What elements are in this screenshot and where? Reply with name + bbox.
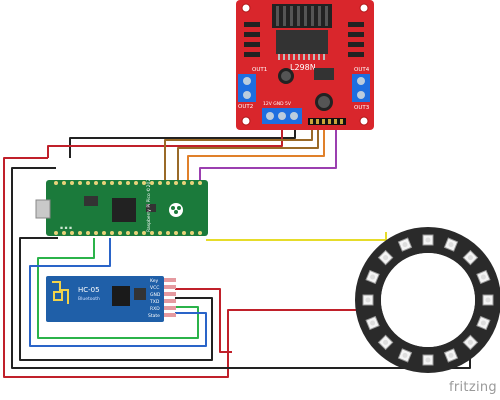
l298n-out2-label: OUT2 — [238, 104, 253, 110]
l298n-power-terminal-label: 12V GND 5V — [263, 101, 292, 107]
wire-black-pico-gnd — [19, 237, 213, 361]
l298n-terminal-out1-out2 — [238, 74, 256, 102]
neopixel-led-lens — [425, 237, 431, 243]
neopixel-led-lens — [383, 255, 389, 261]
hc05-model-label: HC-05 — [78, 286, 100, 294]
l298n-out3-label: OUT3 — [354, 105, 370, 111]
wire-black-l298n-gnd — [69, 125, 296, 158]
neopixel-led-lens — [448, 352, 454, 358]
neopixel-led-lens — [425, 357, 431, 363]
hc05-pin-txd: TXD — [149, 299, 160, 305]
wire-black-left-loop — [11, 167, 471, 369]
hc05-pin-gnd: GND — [150, 292, 161, 298]
wires — [3, 118, 471, 378]
neopixel-led-lens — [370, 274, 376, 280]
neopixel-led-lens — [480, 320, 486, 326]
l298n-out4-label: OUT4 — [354, 67, 370, 73]
l298n-terminal-out3-out4 — [352, 74, 370, 102]
l298n-out1-label: OUT1 — [252, 67, 267, 73]
neopixel-led-lens — [383, 339, 389, 345]
neopixel-led-lens — [402, 242, 408, 248]
wire-yellow-data — [206, 232, 387, 241]
wire-red-hc05-vcc — [175, 288, 232, 353]
l298n-terminal-power — [262, 108, 302, 124]
neopixel-led-lens — [370, 320, 376, 326]
raspberry-logo-icon — [169, 203, 183, 217]
hc05-pin-state: State — [148, 313, 160, 319]
pico-board-label-horizontal: ▪ ▪ ▪ — [60, 226, 72, 231]
wire-orange-in3 — [187, 118, 325, 185]
neopixel-leds — [362, 234, 494, 366]
neopixel-led-lens — [467, 339, 473, 345]
l298n-model-label: L298N — [290, 63, 316, 72]
neopixel-led-lens — [365, 297, 371, 303]
l298n-input-header — [308, 118, 346, 125]
hc05-module: HC-05 Bluetooth Key VCC GND TXD RXD Stat… — [46, 276, 176, 322]
neopixel-led-lens — [480, 274, 486, 280]
hc05-pin-rxd: RXD — [150, 306, 160, 312]
wire-purple-in4 — [199, 118, 337, 185]
neopixel-ring — [355, 227, 500, 373]
pico-board-label: Raspberry Pi Pico ©2020 — [145, 176, 152, 232]
raspberry-pi-pico: Raspberry Pi Pico ©2020 ▪ ▪ ▪ — [35, 176, 208, 236]
hc05-pin-vcc: VCC — [150, 285, 159, 291]
hc05-subtitle-label: Bluetooth — [78, 296, 100, 302]
wire-blue-rxd — [29, 238, 207, 347]
neopixel-led-lens — [448, 242, 454, 248]
neopixel-led-lens — [467, 255, 473, 261]
wire-brown-in2 — [177, 118, 319, 185]
fritzing-watermark: fritzing — [449, 380, 497, 395]
neopixel-led-lens — [402, 352, 408, 358]
wire-green-txd — [37, 238, 199, 339]
l298n-module: L298N OUT1 OUT2 OUT3 OUT4 12V GND 5 — [236, 0, 374, 130]
neopixel-led-lens — [485, 297, 491, 303]
hc05-pin-key: Key — [150, 278, 158, 284]
antenna-trace-icon — [52, 281, 69, 304]
